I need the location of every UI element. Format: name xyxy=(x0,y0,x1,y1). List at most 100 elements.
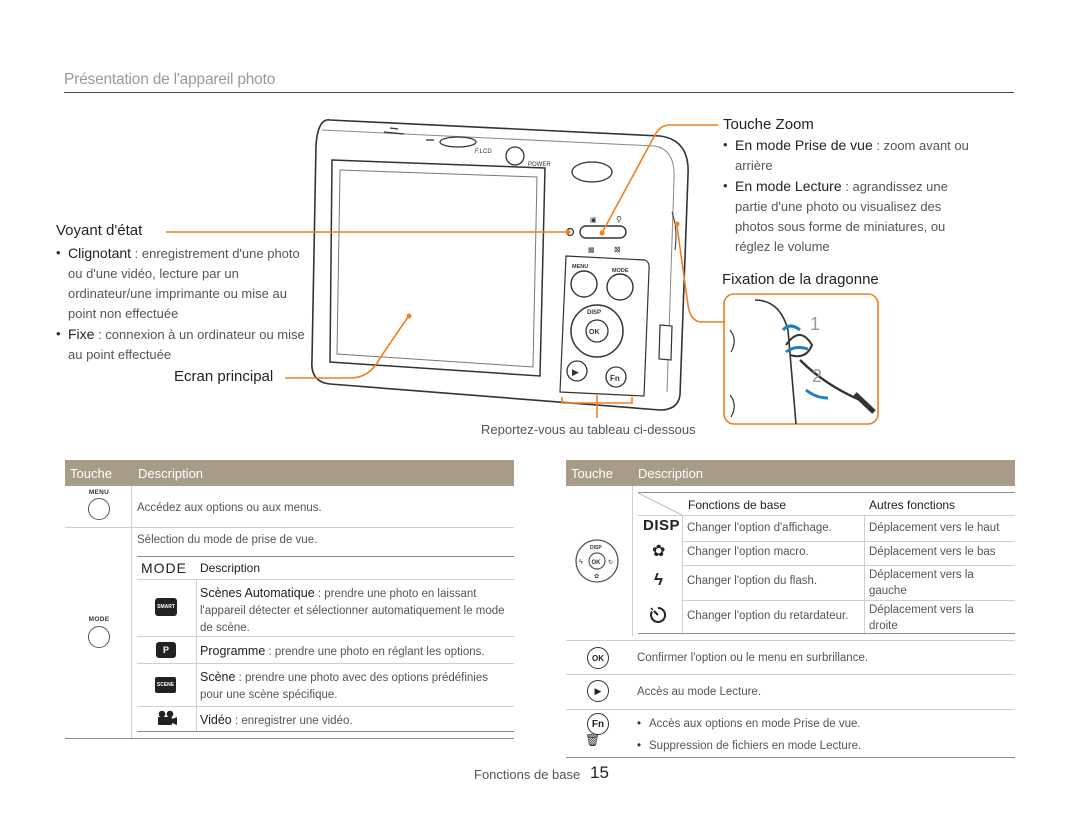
fn-bullets: Accès aux options en mode Prise de vue. … xyxy=(637,713,1007,757)
program-text: : prendre une photo en réglant les optio… xyxy=(265,646,485,658)
sub-table-div1 xyxy=(682,515,683,633)
sub-table-div2 xyxy=(864,515,865,633)
mode-row-line xyxy=(137,636,514,637)
mode-row-video: Vidéo : enregistrer une vidéo. xyxy=(200,713,510,727)
trash-icon: 🗑 xyxy=(585,733,601,747)
svg-text:⊠: ⊠ xyxy=(614,245,621,254)
mode-row-smart: Scènes Automatique : prendre une photo e… xyxy=(200,585,505,637)
zoom-b2-text: : agrandissez une partie d'une photo ou … xyxy=(735,179,948,254)
strap-step-2: 2 xyxy=(812,366,822,386)
sub-col-autres-fonctions: Autres fonctions xyxy=(869,498,956,512)
row-flash-other: Déplacement vers la gauche xyxy=(869,569,974,597)
row-macro-other: Déplacement vers le bas xyxy=(869,546,996,558)
strap-step-1: 1 xyxy=(810,314,820,334)
zoom-title: Touche Zoom xyxy=(723,116,814,133)
svg-text:DISP: DISP xyxy=(590,545,602,551)
sub-table-rule xyxy=(638,515,1015,516)
dragonne-title: Fixation de la dragonne xyxy=(722,271,879,288)
title-rule xyxy=(64,92,1014,93)
mode-button-label: MODE xyxy=(88,616,110,623)
svg-text:▶: ▶ xyxy=(572,367,579,377)
row-disp-basic: Changer l'option d'affichage. xyxy=(687,522,832,534)
voyant-bullet-fixe: Fixe : connexion à un ordinateur ou mise… xyxy=(56,324,306,365)
camera-disp-label: DISP xyxy=(587,310,601,316)
right-table-bottom xyxy=(566,757,1015,758)
camera-fn-label: Fn xyxy=(610,374,620,383)
right-col-touche: Touche xyxy=(571,466,613,481)
fn-bullet-2: Suppression de fichiers en mode Lecture. xyxy=(637,735,1007,757)
footer-page-number: 15 xyxy=(590,763,609,782)
play-button-icon: ▶ xyxy=(587,680,609,702)
voyant-bullet-clignotant: Clignotant : enregistrement d'une photo … xyxy=(56,243,306,324)
voyant-b1-bold: Clignotant xyxy=(68,245,132,261)
video-mode-icon xyxy=(158,710,177,725)
sub-col-fonctions-base: Fonctions de base xyxy=(688,498,787,512)
macro-icon: ✿ xyxy=(652,543,666,560)
mode-intro: Sélection du mode de prise de vue. xyxy=(137,534,318,546)
menu-description: Accédez aux options ou aux menus. xyxy=(137,502,322,514)
disp-icon: DISP xyxy=(643,517,681,534)
voyant-b1-text: : enregistrement d'une photo ou d'une vi… xyxy=(68,246,300,321)
left-table-divider xyxy=(131,486,132,738)
camera-mode-label: MODE xyxy=(612,268,629,274)
voyant-b2-text: : connexion à un ordinateur ou mise au p… xyxy=(68,327,305,362)
smart-mode-icon: SMART xyxy=(155,598,177,616)
mode-button-icon xyxy=(88,626,110,648)
right-col-description: Description xyxy=(638,466,704,481)
power-label: POWER xyxy=(528,162,551,168)
svg-text:▦: ▦ xyxy=(588,247,595,254)
sub-row-line xyxy=(682,600,1015,601)
zoom-bullets: En mode Prise de vue : zoom avant ou arr… xyxy=(723,135,983,257)
page-title: Présentation de l'appareil photo xyxy=(64,71,276,88)
svg-text:OK: OK xyxy=(592,560,602,566)
row-disp-other: Déplacement vers le haut xyxy=(869,522,1000,534)
svg-text:✿: ✿ xyxy=(594,573,599,580)
mode-subtable-bottom xyxy=(137,731,514,732)
camera-ok-label: OK xyxy=(589,329,600,336)
video-text: : enregistrer une vidéo. xyxy=(231,715,353,727)
zoom-bullet-lecture: En mode Lecture : agrandissez une partie… xyxy=(723,176,983,257)
program-mode-icon: P xyxy=(156,642,176,658)
left-col-description: Description xyxy=(138,466,204,481)
right-table-header: Touche Description xyxy=(566,460,1015,486)
mode-subtable-divider xyxy=(196,579,197,731)
mode-row-program: Programme : prendre une photo en réglant… xyxy=(200,644,510,658)
zoom-b1-bold: En mode Prise de vue xyxy=(735,137,873,153)
row-timer-basic: Changer l'option du retardateur. xyxy=(687,610,849,622)
zoom-bullet-prise: En mode Prise de vue : zoom avant ou arr… xyxy=(723,135,983,176)
mode-subtable-top xyxy=(137,556,514,557)
camera-illustration: F.LCD POWER ▣ ⚲ ▦ ⊠ MENU MODE OK DISP ▶ … xyxy=(311,119,689,411)
svg-text:ϟ: ϟ xyxy=(579,559,583,566)
voyant-bullets: Clignotant : enregistrement d'une photo … xyxy=(56,243,306,365)
row-flash-basic: Changer l'option du flash. xyxy=(687,575,818,587)
left-table-header: Touche Description xyxy=(65,460,514,486)
sub-row-line xyxy=(682,565,1015,566)
mode-subhead-mode: MODE xyxy=(141,560,187,576)
strap-detail-illustration: 1 2 xyxy=(723,293,879,425)
zoom-b2-bold: En mode Lecture xyxy=(735,178,842,194)
fn-bullet-1: Accès aux options en mode Prise de vue. xyxy=(637,713,1007,735)
right-row-line xyxy=(566,709,1015,710)
play-description: Accès au mode Lecture. xyxy=(637,686,762,698)
camera-menu-label: MENU xyxy=(572,264,588,270)
ok-description: Confirmer l'option ou le menu en surbril… xyxy=(637,652,869,664)
right-row-line xyxy=(566,640,1015,641)
mode-row-line xyxy=(137,706,514,707)
mode-row-scene: Scène : prendre une photo avec des optio… xyxy=(200,669,510,704)
menu-button-label: MENU xyxy=(88,489,110,496)
zoom-b1-text: : zoom avant ou arrière xyxy=(735,138,969,173)
reportez-note: Reportez-vous au tableau ci-dessous xyxy=(481,422,696,437)
svg-text:↻: ↻ xyxy=(608,559,613,566)
left-col-touche: Touche xyxy=(70,466,112,481)
left-table-bottom xyxy=(65,738,514,739)
row-macro-basic: Changer l'option macro. xyxy=(687,546,809,558)
voyant-b2-bold: Fixe xyxy=(68,326,95,342)
row-timer-other: Déplacement vers la droite xyxy=(869,604,974,632)
voyant-title: Voyant d'état xyxy=(56,222,143,239)
fn-button-icon: Fn xyxy=(587,713,609,735)
left-row-line xyxy=(65,527,514,528)
smart-bold: Scènes Automatique xyxy=(200,586,315,600)
mode-row-line xyxy=(137,663,514,664)
scene-text: : prendre une photo avec des options pré… xyxy=(200,672,488,701)
smart-text: : prendre une photo en laissant l'appare… xyxy=(200,588,505,634)
